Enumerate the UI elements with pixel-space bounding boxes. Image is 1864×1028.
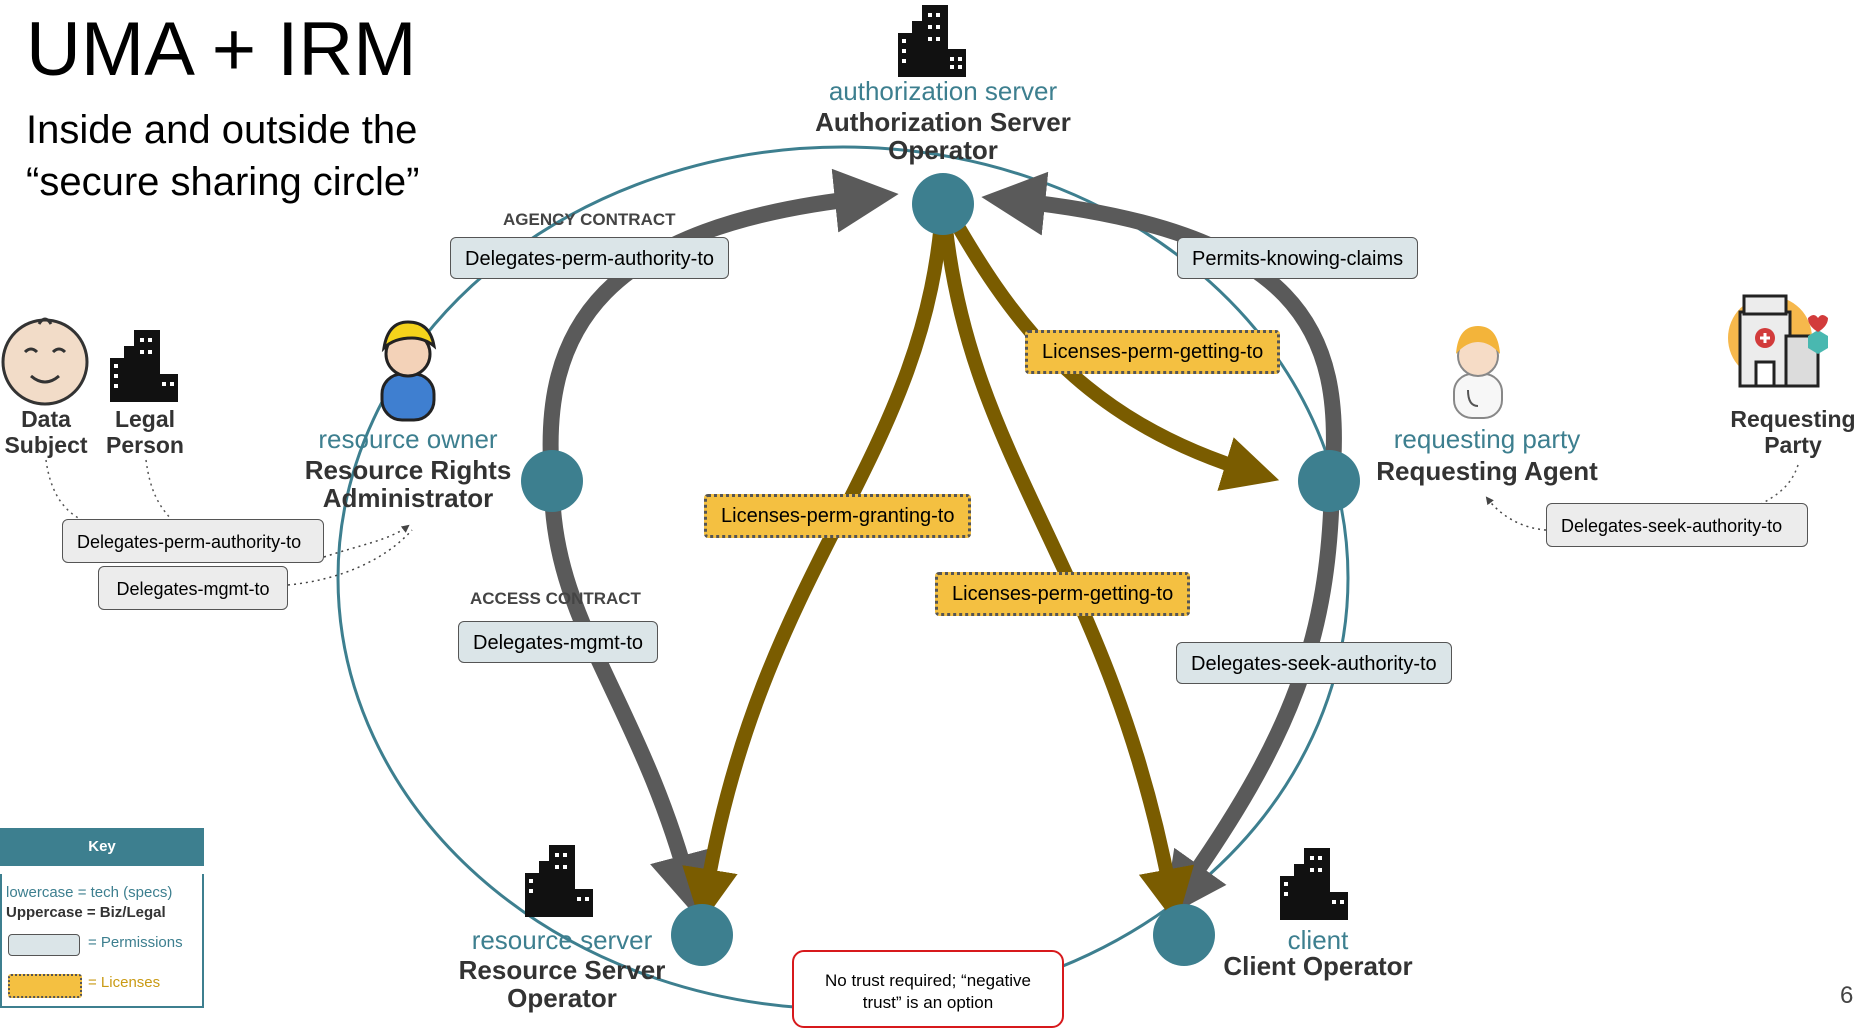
requesting-party-outer-line-2: Party <box>1764 432 1822 458</box>
resource-owner-tech-label: resource owner <box>318 424 498 454</box>
dotted-data-subject <box>45 459 83 521</box>
arrow-license-granting <box>682 194 950 925</box>
requesting-party-outer-line-1: Requesting <box>1730 406 1856 432</box>
key-permission-swatch <box>8 934 80 956</box>
dotted-to-requesting-agent <box>1485 496 1547 531</box>
note-line-1: No trust required; “negative <box>825 971 1031 990</box>
dotted-requesting-party <box>1744 464 1799 513</box>
data-subject-label: Data Subject <box>0 406 92 458</box>
authorization-server-tech-label: authorization server <box>828 76 1058 106</box>
building-icon <box>1280 848 1348 920</box>
arrow-agent-to-client <box>1163 479 1340 919</box>
page-number: 6 <box>1840 982 1854 1009</box>
agency-contract-label: AGENCY CONTRACT <box>503 210 676 229</box>
nurse-icon <box>1453 326 1503 419</box>
slide-subtitle: Inside and outside the “secure sharing c… <box>26 104 419 208</box>
arrow-owner-to-resource-server <box>543 479 712 918</box>
license-perm-getting-upper: Licenses-perm-getting-to <box>1025 330 1281 374</box>
key-license-swatch <box>8 974 82 998</box>
legal-person-label: Legal Person <box>100 406 190 458</box>
dotted-to-resource-owner-1 <box>323 524 410 558</box>
data-subject-line-1: Data <box>21 406 71 432</box>
authorization-server-biz-label: Authorization Server Operator <box>793 108 1093 164</box>
client-tech-label: client <box>1287 925 1349 955</box>
permission-delegates-mgmt: Delegates-mgmt-to <box>458 621 659 663</box>
permission-delegates-perm-authority: Delegates-perm-authority-to <box>450 237 729 279</box>
node-authorization-server <box>912 173 974 235</box>
note-line-2: trust” is an option <box>862 993 994 1012</box>
dotted-legal-person <box>145 459 173 521</box>
requesting-party-outer-label: Requesting Party <box>1722 406 1864 458</box>
requesting-agent-biz-label: Requesting Agent <box>1376 456 1598 486</box>
key-licenses-label: = Licenses <box>88 974 161 991</box>
resource-server-tech-label: resource server <box>471 925 653 955</box>
permission-outer-delegates-seek-authority: Delegates-seek-authority-to <box>1546 503 1808 547</box>
requesting-party-tech-label: requesting party <box>1393 424 1581 454</box>
data-subject-line-2: Subject <box>4 432 88 458</box>
resource-owner-biz-line-2: Administrator <box>322 483 494 513</box>
building-icon <box>525 845 593 917</box>
node-client <box>1153 904 1215 966</box>
key-permissions-label: = Permissions <box>88 934 183 951</box>
access-contract-label: ACCESS CONTRACT <box>470 589 641 608</box>
hospital-icon <box>1728 294 1828 388</box>
license-perm-getting-lower: Licenses-perm-getting-to <box>935 572 1191 616</box>
license-perm-granting: Licenses-perm-granting-to <box>704 494 972 538</box>
resource-owner-biz-label: Resource Rights Administrator <box>288 456 528 512</box>
arrow-owner-to-authorization-server <box>542 168 899 479</box>
building-icon <box>110 330 178 402</box>
subtitle-line-2: “secure sharing circle” <box>26 160 420 204</box>
subtitle-line-1: Inside and outside the <box>26 108 418 152</box>
slide-title: UMA + IRM <box>26 7 417 92</box>
key-lowercase: lowercase = tech (specs) <box>6 884 173 901</box>
key-uppercase: Uppercase = Biz/Legal <box>6 904 166 921</box>
node-resource-owner <box>521 450 583 512</box>
authorization-server-biz-line-1: Authorization Server <box>815 107 1071 137</box>
arrow-license-getting-client <box>936 194 1195 925</box>
resource-server-biz-label: Resource Server Operator <box>442 956 682 1012</box>
node-resource-server <box>671 904 733 966</box>
arrow-agent-to-authorization-server <box>981 171 1342 481</box>
permission-permits-knowing-claims: Permits-knowing-claims <box>1177 237 1419 279</box>
permission-outer-delegates-mgmt: Delegates-mgmt-to <box>98 566 288 610</box>
key-legend: lowercase = tech (specs) Uppercase = Biz… <box>0 874 204 1008</box>
baby-icon <box>1 317 89 406</box>
permission-delegates-seek-authority: Delegates-seek-authority-to <box>1176 642 1452 684</box>
building-icon <box>898 5 966 77</box>
resource-server-biz-line-2: Operator <box>507 983 617 1013</box>
client-operator-biz-label: Client Operator <box>1223 951 1413 981</box>
authorization-server-biz-line-2: Operator <box>888 135 998 165</box>
legal-person-line-1: Legal <box>114 406 176 432</box>
legal-person-line-2: Person <box>106 432 184 458</box>
node-requesting-party <box>1298 450 1360 512</box>
key-header: Key <box>0 828 204 866</box>
resource-server-biz-line-1: Resource Server <box>458 955 666 985</box>
person-icon <box>380 320 437 422</box>
dotted-to-resource-owner-2 <box>287 529 413 586</box>
negative-trust-note: No trust required; “negative trust” is a… <box>792 950 1064 1028</box>
resource-owner-biz-line-1: Resource Rights <box>304 455 512 485</box>
permission-outer-delegates-perm-authority: Delegates-perm-authority-to <box>62 519 324 563</box>
